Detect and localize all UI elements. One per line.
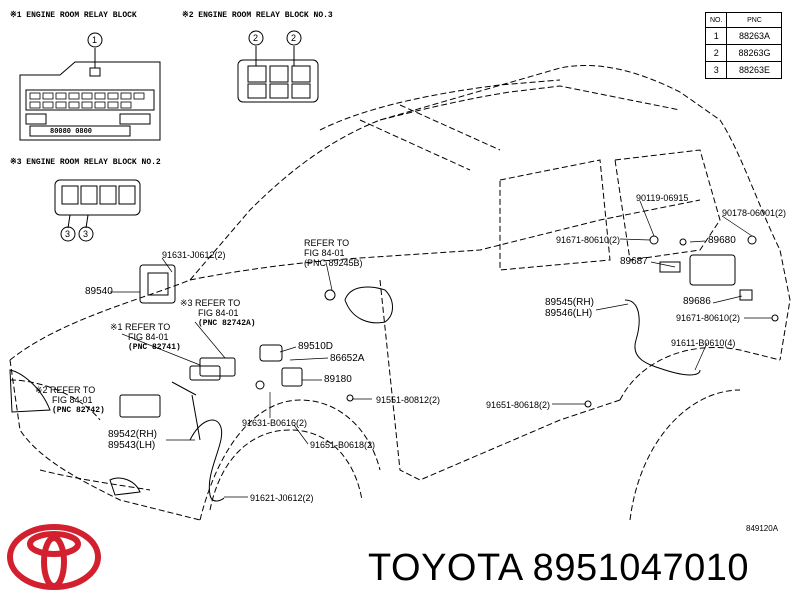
part-label: 91631-J0612(2): [162, 250, 226, 260]
pnc-no: 2: [704, 44, 728, 62]
pnc-value: 88263G: [726, 44, 783, 62]
part-label: 90178-06001(2): [722, 208, 787, 218]
part-label: 86652A: [330, 353, 365, 364]
header-relay-block-no2: ※3 ENGINE ROOM RELAY BLOCK NO.2: [10, 158, 161, 167]
header-relay-block-no3: ※2 ENGINE ROOM RELAY BLOCK NO.3: [182, 11, 333, 20]
part-label: 91631-B0616(2): [242, 418, 308, 428]
pnc-value: 88263A: [726, 27, 783, 45]
part-label: 89680: [708, 235, 736, 246]
part-label: 89686: [683, 296, 711, 307]
callout-number: 1: [92, 35, 98, 45]
part-label: 89180: [324, 374, 352, 385]
part-label: 91671-80610(2): [676, 313, 741, 323]
refer-note: FIG 84-01: [128, 332, 169, 342]
callout-number: 3: [83, 229, 89, 239]
part-label: 89510D: [298, 341, 334, 352]
part-label: 89542(RH): [108, 429, 157, 440]
part-label: 89543(LH): [108, 440, 156, 451]
part-label: 90119-06915: [636, 193, 689, 203]
figure-code: 849120A: [746, 524, 779, 533]
refer-note: ※3 REFER TO: [180, 298, 241, 308]
part-label: 91611-B0610(4): [671, 338, 736, 348]
refer-note: FIG 84-01: [52, 395, 93, 405]
part-label: 91621-J0612(2): [250, 493, 314, 503]
callout-number: 2: [291, 33, 297, 43]
engine-room-relay-block-no3: [237, 30, 319, 103]
refer-note: (PNC 82741): [128, 343, 181, 352]
part-label: 89545(RH): [545, 297, 594, 308]
part-label: 91551-80812(2): [376, 395, 441, 405]
refer-note: FIG 84-01: [198, 308, 239, 318]
refer-note: (PNC 82742): [52, 406, 105, 415]
refer-note: FIG 84-01: [304, 248, 345, 258]
refer-note: ※1 REFER TO: [110, 322, 171, 332]
relay-block-marking: 80080 0800: [50, 128, 93, 136]
refer-note: (PNC 89245B): [304, 258, 363, 268]
brand-part-number: TOYOTA 8951047010: [368, 547, 750, 589]
callout-number: 2: [253, 33, 259, 43]
pnc-no: 1: [704, 27, 728, 45]
part-label: 91651-80618(2): [486, 400, 551, 410]
pnc-header-pnc: PNC: [726, 12, 783, 28]
pnc-header-no: NO.: [704, 12, 728, 28]
part-label: 89540: [85, 286, 113, 297]
pnc-no: 3: [704, 61, 728, 79]
refer-note: REFER TO: [304, 238, 350, 248]
engine-room-relay-block-no2: [54, 179, 141, 242]
refer-note: (PNC 82742A): [198, 319, 256, 328]
header-relay-block: ※1 ENGINE ROOM RELAY BLOCK: [10, 11, 137, 20]
refer-note: ※2 REFER TO: [35, 385, 96, 395]
callout-number: 3: [65, 229, 71, 239]
pnc-value: 88263E: [726, 61, 783, 79]
part-label: 89546(LH): [545, 308, 593, 319]
part-label: 91671-80610(2): [556, 235, 621, 245]
part-label: 91651-B0618(2): [310, 440, 376, 450]
part-label: 89687: [620, 256, 648, 267]
engine-room-relay-block: [19, 32, 161, 141]
vehicle-outline: [9, 65, 791, 521]
toyota-logo: [7, 524, 101, 590]
